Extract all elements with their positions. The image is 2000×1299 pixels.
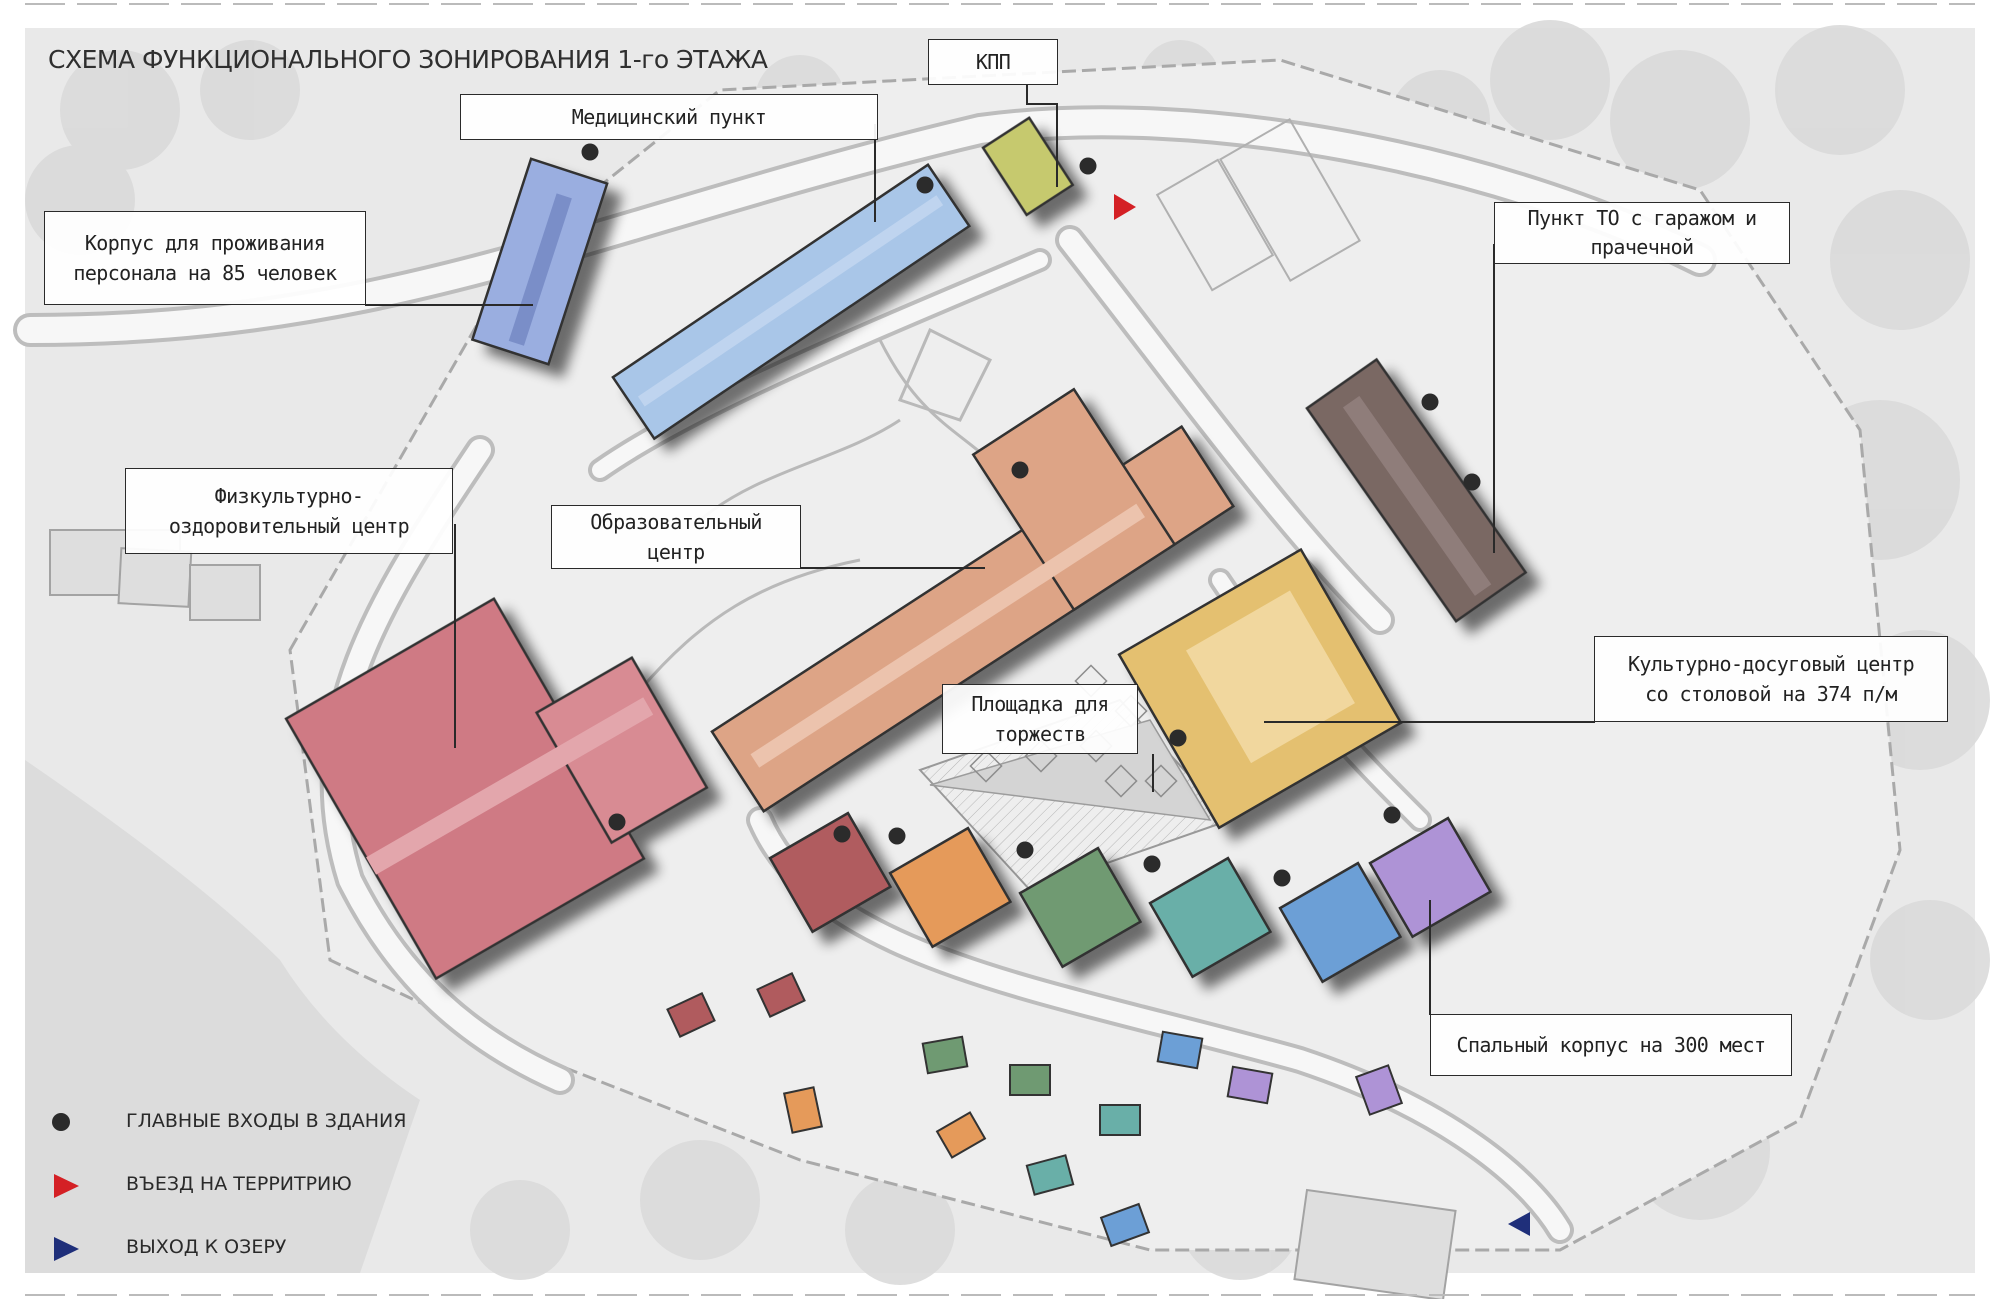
page-title: СХЕМА ФУНКЦИОНАЛЬНОГО ЗОНИРОВАНИЯ 1-го Э… (48, 45, 768, 74)
lake-exit-marker (1508, 1212, 1530, 1236)
label-ceremony: Площадка для торжеств (942, 684, 1138, 754)
label-checkpoint: КПП (928, 39, 1058, 85)
label-dormitory: Спальный корпус на 300 мест (1430, 1014, 1792, 1076)
parking (1155, 118, 1362, 292)
label-service: Пункт ТО с гаражом и прачечной (1494, 202, 1790, 264)
legend-lake-exit: ВЫХОД К ОЗЕРУ (126, 1236, 287, 1258)
service-building (1305, 357, 1528, 623)
label-staff-housing: Корпус для проживания персонала на 85 че… (44, 211, 366, 305)
label-ceremony-text: Площадка для торжеств (971, 692, 1109, 746)
label-dormitory-text: Спальный корпус на 300 мест (1456, 1033, 1767, 1057)
legend-blue-triangle-icon (54, 1237, 79, 1261)
entrance-markers (581, 143, 1481, 887)
medical-building (611, 163, 972, 441)
territory-entry-marker (1114, 194, 1136, 220)
sports-building (284, 597, 709, 981)
label-education: Образовательный центр (551, 505, 801, 569)
label-sports-text: Физкультурно- оздоровительный центр (168, 484, 410, 538)
legend-red-triangle-icon (54, 1174, 79, 1198)
cultural-building (1117, 547, 1403, 830)
dorm-block-purple (1368, 816, 1493, 939)
label-cultural: Культурно-досуговый центр со столовой на… (1594, 636, 1948, 722)
legend-entrances: ГЛАВНЫЕ ВХОДЫ В ЗДАНИЯ (126, 1110, 407, 1132)
lake-area (25, 760, 420, 1273)
label-medical: Медицинский пункт (460, 94, 878, 140)
label-medical-text: Медицинский пункт (571, 105, 767, 129)
dorm-block-red (768, 811, 893, 934)
label-staff-housing-text: Корпус для проживания персонала на 85 че… (73, 231, 337, 285)
label-education-text: Образовательный центр (590, 510, 762, 564)
label-checkpoint-text: КПП (975, 50, 1011, 74)
label-sports: Физкультурно- оздоровительный центр (125, 468, 453, 554)
legend-dot-icon (52, 1113, 70, 1131)
label-service-text: Пункт ТО с гаражом и прачечной (1527, 206, 1757, 259)
education-building (710, 387, 1236, 814)
dorm-block-orange (888, 826, 1013, 949)
cottages (666, 972, 1404, 1248)
legend-territory-entry: ВЪЕЗД НА ТЕРРИТРИЮ (126, 1173, 352, 1195)
label-cultural-text: Культурно-досуговый центр со столовой на… (1627, 652, 1915, 706)
dorm-block-teal (1148, 856, 1273, 979)
leader-lines (365, 85, 1595, 1015)
dorm-block-green (1018, 846, 1143, 969)
checkpoint-building (981, 116, 1075, 217)
dorm-block-blue (1278, 861, 1403, 984)
staff-housing-building (470, 157, 609, 366)
